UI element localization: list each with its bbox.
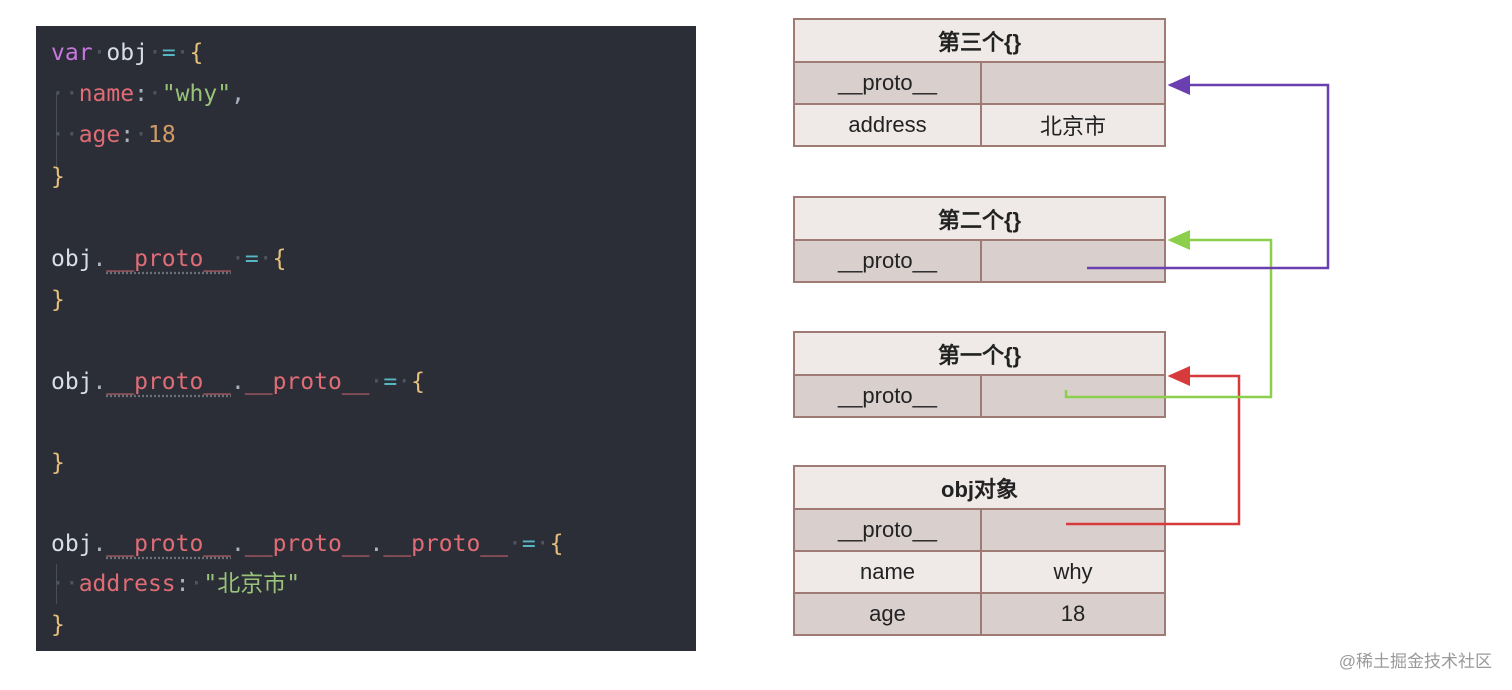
code-line: ··address:·"北京市" [51,567,300,601]
third-object-title: 第三个{} [793,18,1166,63]
code-token: { [411,369,425,395]
code-token: · [189,571,204,597]
code-token: __proto__ [244,531,370,557]
code-token: ·· [51,571,79,597]
code-token: · [175,40,190,66]
code-token: __proto__ [383,531,508,557]
indent-guide [56,93,57,168]
code-line: } [51,160,65,194]
code-token: · [369,369,384,395]
code-token: : [120,122,135,148]
second-proto-value [980,239,1166,283]
code-token: · [92,40,107,66]
second-proto-key: __proto__ [793,239,982,283]
code-token: = [383,369,398,395]
watermark-text: @稀土掘金技术社区 [1338,652,1492,671]
code-token: age [78,122,121,148]
third-address-value: 北京市 [980,103,1166,147]
code-line: } [51,608,65,642]
arrow-obj-to-first [1066,366,1241,526]
code-token: __proto__ [106,369,232,395]
code-token: } [51,450,65,476]
obj-object-title: obj对象 [793,465,1166,510]
code-token: · [147,81,162,107]
code-token: · [231,246,245,272]
code-token: ·· [51,122,79,148]
code-token: , [231,81,245,107]
code-line: ··name:·"why", [51,77,245,111]
obj-age-value: 18 [980,592,1166,636]
code-token: · [147,40,162,66]
code-token: obj [51,531,93,557]
third-object-table: 第三个{} __proto__ address 北京市 [793,18,1166,147]
code-token: obj [106,40,148,66]
code-token: : [134,81,148,107]
obj-proto-value [980,508,1166,552]
third-proto-value [980,61,1166,105]
code-token: · [134,122,148,148]
code-token: . [92,246,107,272]
code-token: obj [51,369,93,395]
code-token: { [549,531,564,557]
code-editor-panel: var·obj·=·{··name:·"why",··age:·18}obj._… [36,26,696,651]
code-token: . [231,531,245,557]
indent-guide [56,564,57,604]
code-line: obj.__proto__.__proto__·=·{ [51,365,425,399]
code-token: obj [51,246,93,272]
obj-proto-key: __proto__ [793,508,982,552]
code-line: obj.__proto__.__proto__.__proto__·=·{ [51,527,563,561]
code-token: 18 [147,122,176,148]
code-token: · [508,531,522,557]
arrow-first-to-second [1064,230,1273,399]
code-token: "why" [161,81,232,107]
code-token: { [189,40,204,66]
obj-object-table: obj对象 __proto__ name why age 18 [793,465,1166,636]
code-token: } [51,287,65,313]
code-token: : [175,571,190,597]
third-proto-key: __proto__ [793,61,982,105]
code-token: . [369,531,384,557]
code-token: __proto__ [106,531,232,557]
code-token: } [51,612,65,638]
code-line: } [51,446,65,480]
code-token: = [161,40,176,66]
code-token: = [521,531,536,557]
code-line: ··age:·18 [51,118,176,152]
code-token: "北京市" [203,571,301,597]
code-line: } [51,283,65,317]
code-token: . [92,369,107,395]
code-token: · [397,369,412,395]
arrow-second-to-third [1087,75,1330,270]
code-token: name [78,81,135,107]
second-object-table: 第二个{} __proto__ [793,196,1166,283]
code-token: address [78,571,176,597]
code-token: · [535,531,550,557]
code-token: var [51,40,93,66]
code-token: · [258,246,273,272]
code-token: __proto__ [244,369,370,395]
obj-name-value: why [980,550,1166,594]
first-proto-key: __proto__ [793,374,982,418]
third-address-key: address [793,103,982,147]
code-token: . [231,369,245,395]
code-token: } [51,164,65,190]
obj-age-key: age [793,592,982,636]
code-line: obj.__proto__·=·{ [51,242,286,276]
second-object-title: 第二个{} [793,196,1166,241]
obj-name-key: name [793,550,982,594]
code-token: . [92,531,107,557]
code-token: = [244,246,259,272]
code-token: ·· [51,81,79,107]
first-object-title: 第一个{} [793,331,1166,376]
code-line: var·obj·=·{ [51,36,203,70]
code-token: __proto__ [106,246,232,272]
code-token: { [272,246,287,272]
